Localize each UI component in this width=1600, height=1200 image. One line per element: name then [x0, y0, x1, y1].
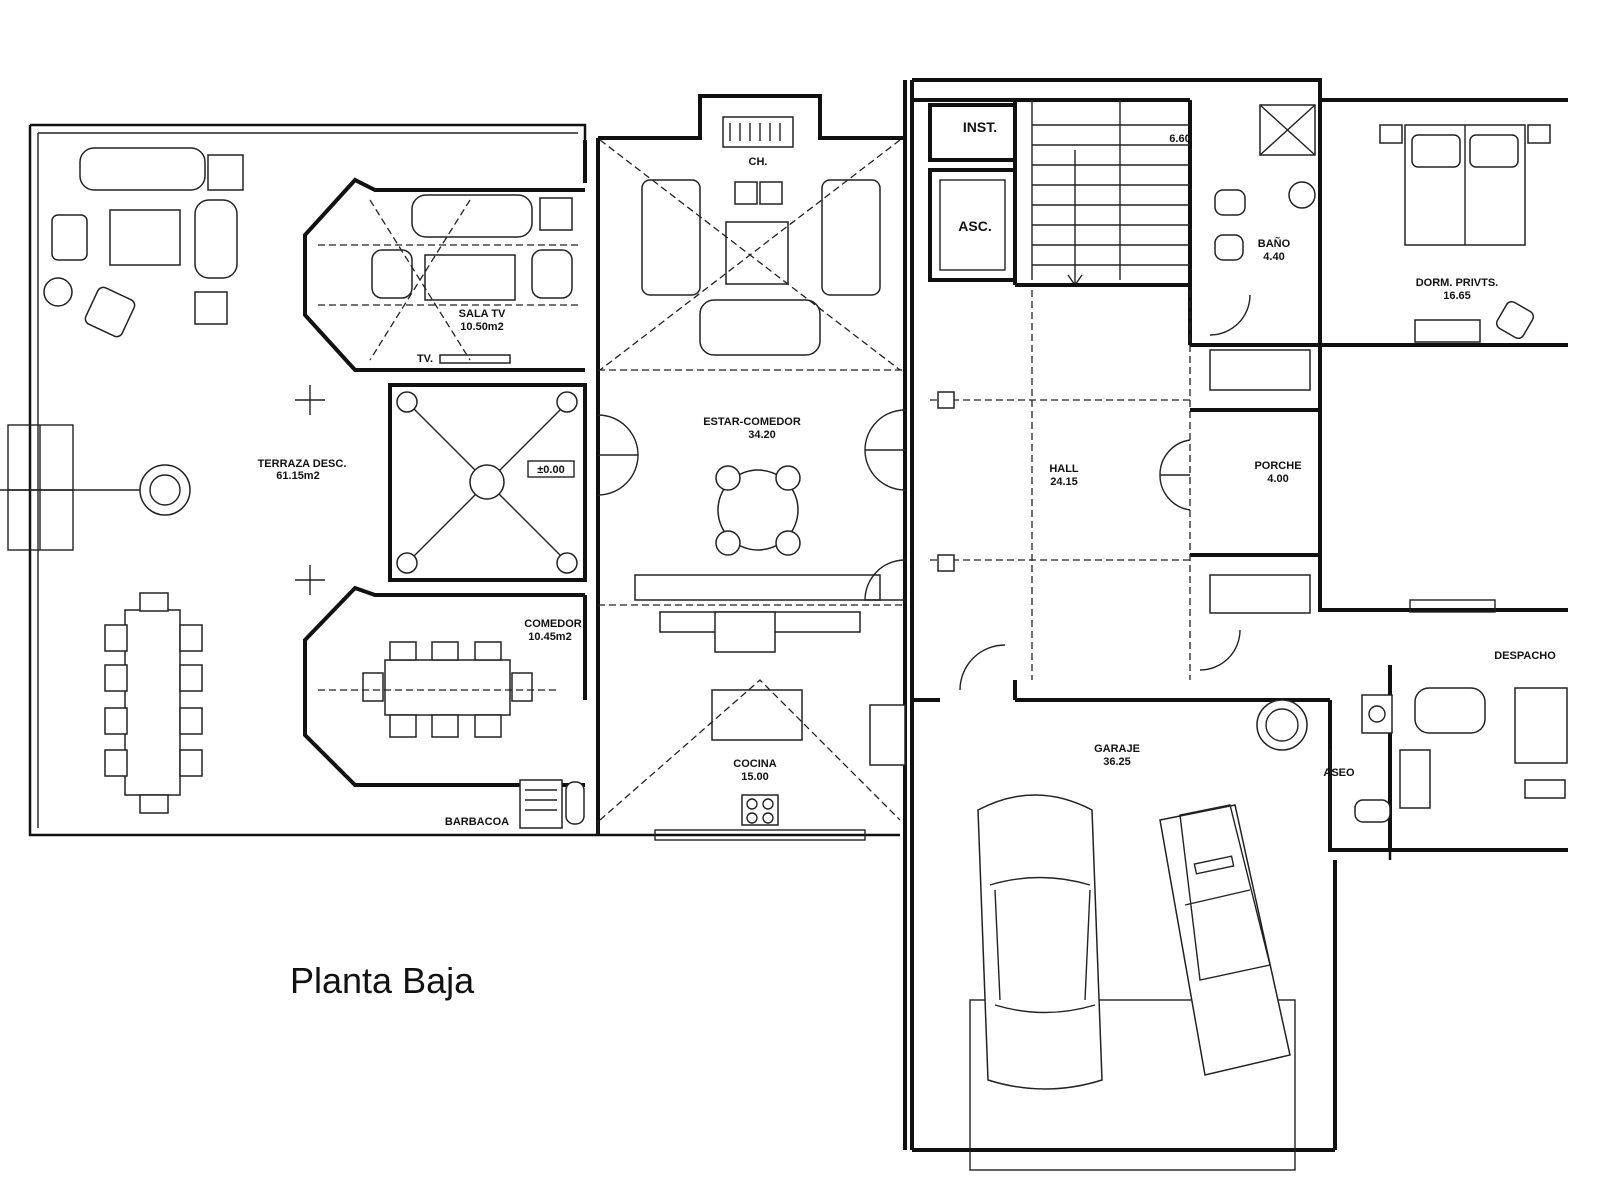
garaje-room [969, 794, 1296, 1171]
label-sala-tv-area: 10.50m2 [460, 321, 503, 333]
terrace-furniture [0, 147, 325, 814]
cocina-room [597, 611, 906, 841]
patio [388, 383, 587, 582]
label-level: ±0.00 [537, 464, 564, 476]
label-bano-area: 4.40 [1263, 251, 1284, 263]
label-aseo: ASEO [1323, 767, 1355, 779]
label-dorm: DORM. PRIVTS. [1416, 277, 1499, 289]
label-hall-area: 24.15 [1050, 476, 1078, 488]
label-despacho: DESPACHO [1494, 650, 1556, 662]
label-barbacoa: BARBACOA [445, 816, 509, 828]
despacho-room [1388, 599, 1568, 850]
label-comedor-area: 10.45m2 [528, 631, 571, 643]
label-tv: TV. [417, 353, 433, 365]
comedor-room [303, 585, 587, 829]
label-comedor: COMEDOR [524, 618, 582, 630]
bano-room [1209, 104, 1316, 336]
dormitorio-room [1379, 124, 1551, 343]
room-labels: INST. 6.60 ASC. CH. SALA TV 10.50m2 TV. … [258, 119, 1557, 828]
label-asc: ASC. [958, 218, 991, 234]
label-sala-tv: SALA TV [459, 308, 506, 320]
label-estar: ESTAR-COMEDOR [703, 416, 801, 428]
label-terraza: TERRAZA DESC. [258, 458, 347, 470]
label-cocina: COCINA [733, 758, 776, 770]
label-inst: INST. [963, 119, 997, 135]
hall-porche [930, 290, 1311, 691]
exterior-walls [28, 78, 1568, 1152]
label-estar-area: 34.20 [748, 429, 776, 441]
label-garaje: GARAJE [1094, 743, 1140, 755]
sala-tv-room [303, 140, 587, 372]
label-porche-area: 4.00 [1267, 473, 1288, 485]
label-dorm-area: 16.65 [1443, 290, 1471, 302]
label-cocina-area: 15.00 [741, 771, 769, 783]
label-hall: HALL [1049, 463, 1079, 475]
core-rooms [928, 100, 1190, 287]
label-ch: CH. [749, 156, 768, 168]
estar-comedor-room [597, 116, 906, 606]
label-bano: BAÑO [1258, 237, 1291, 250]
label-stair-area: 6.60 [1169, 133, 1190, 145]
label-porche: PORCHE [1254, 460, 1301, 472]
label-terraza-area: 61.15m2 [276, 470, 319, 482]
plan-caption: Planta Baja [290, 960, 475, 1001]
aseo-room [1256, 694, 1393, 840]
label-garaje-area: 36.25 [1103, 756, 1131, 768]
